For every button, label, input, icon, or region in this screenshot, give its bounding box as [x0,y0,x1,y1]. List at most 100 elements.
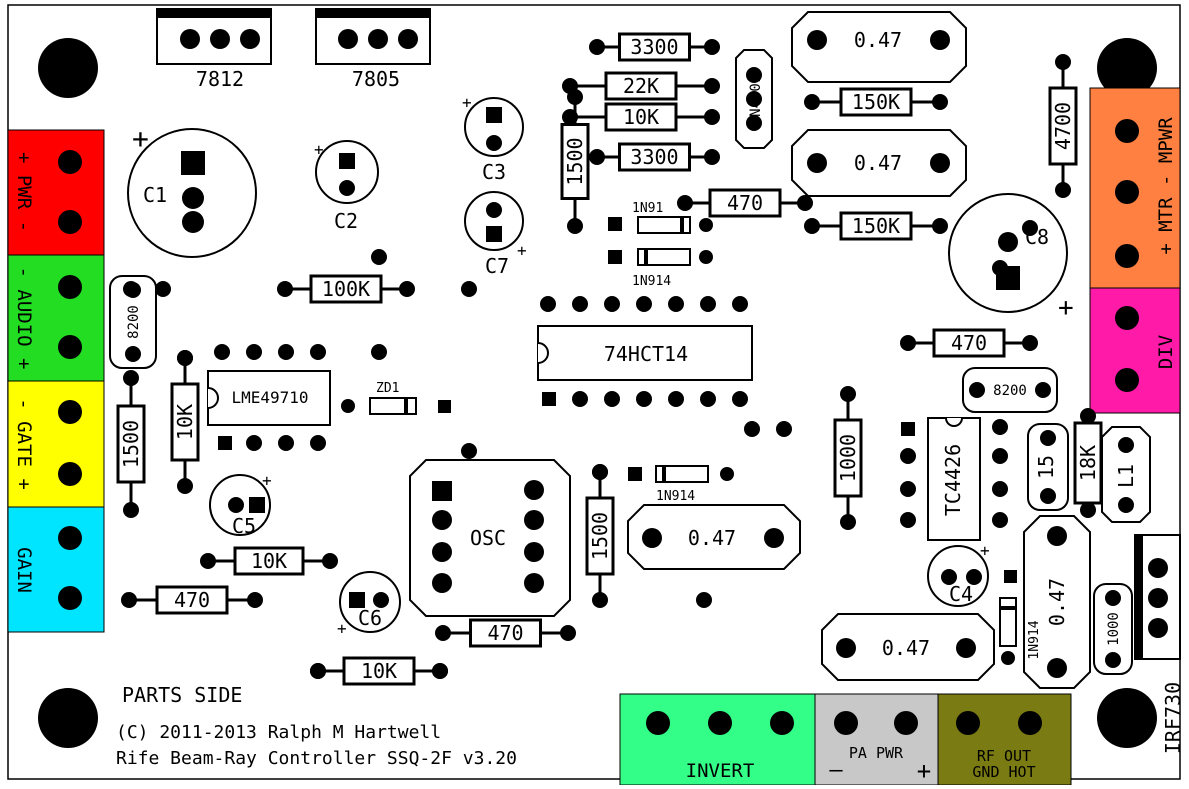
parts-side-label: PARTS SIDE [122,683,242,707]
pad [246,344,262,360]
resistor-value: 1500 [563,137,587,185]
svg-text:+: + [337,619,347,638]
mtr-label: + MTR - MPWR [1155,117,1177,255]
capacitor-c6: + C6 [337,571,401,638]
pad-square [218,436,232,450]
mosfet-irf730: IRF730 [1134,534,1185,754]
pad [461,281,477,297]
pad [572,391,588,407]
svg-text:2N4401: 2N4401 [748,75,764,126]
resistor-r1500-top: 1500 [560,89,590,234]
pa-pwr-label: PA PWR [849,744,904,762]
resistor-value: 1500 [588,512,612,560]
capacitor-c2: + C2 [314,140,379,233]
resistor-value: 4700 [1051,102,1075,150]
capacitor-c4: + C4 [927,541,1017,607]
svg-text:1N91: 1N91 [632,201,663,216]
pwr-label: + PWR - [13,152,35,232]
pad [1022,220,1038,236]
resistor-r470-right: 470 [900,328,1038,358]
resistor-value: 3300 [630,35,678,59]
connector-invert: INVERT [619,693,816,786]
svg-text:C5: C5 [232,514,256,538]
pad [310,344,326,360]
svg-text:+: + [132,122,149,155]
regulator-7812: 7812 [156,8,272,91]
mounting-hole-tl [38,38,98,98]
svg-text:C4: C4 [949,582,973,606]
pad [992,481,1008,497]
resistor-r3300b: 3300 [589,142,720,172]
diode-1n91: 1N91 [608,201,713,234]
svg-text:IRF730: IRF730 [1161,682,1185,754]
resistor-r3300a: 3300 [589,32,720,62]
resistor-value: 150K [852,214,900,238]
resistor-r150k-b: 150K [804,211,948,241]
mounting-hole-br [1097,688,1157,748]
connector-pa-pwr: PA PWR – + [814,693,939,786]
pad [604,296,620,312]
mounting-hole-tr [1097,38,1157,98]
svg-text:0.47: 0.47 [854,28,902,52]
resistor-value: 470 [951,331,987,355]
gate-label: - GATE + [13,398,35,490]
transistor-2n4401: 2N4401 [735,49,773,149]
svg-text:C1: C1 [143,183,167,207]
svg-text:0.47: 0.47 [882,636,930,660]
svg-text:0.47: 0.47 [854,151,902,175]
capacitor-c8: C8 + [948,193,1074,323]
pad [636,296,652,312]
svg-text:LME49710: LME49710 [231,388,308,407]
svg-text:0.47: 0.47 [688,526,736,550]
connector-gate: - GATE + [7,380,105,508]
svg-text:+: + [1058,293,1074,323]
capacitor-c5: + C5 [209,471,272,538]
mounting-hole-bl [38,688,98,748]
resistor-value: 3300 [630,145,678,169]
pad [668,391,684,407]
resistors-group: 330022K10K33001500470150K150K4700100K150… [109,32,1133,686]
ic-tc4426: TC4426 [901,417,981,541]
resistor-value: 8200 [993,383,1027,399]
connector-gain: GAIN [7,506,105,633]
svg-text:+: + [462,93,472,112]
ic-lme49710: LME49710 [207,370,331,426]
pad [992,260,1008,276]
resistor-r100k: 100K [277,274,415,304]
resistor-r150k-a: 150K [804,87,948,117]
pad [572,296,588,312]
pad [155,281,171,297]
svg-text:1N914: 1N914 [656,489,695,504]
film-cap-vertical: 0.47 [1023,515,1091,689]
diode-1n914-top: 1N914 [608,248,713,289]
pad [732,296,748,312]
resistor-r1000: 1000 [833,386,863,530]
resistor-value: 100K [322,277,370,301]
pad [246,435,262,451]
pad [668,296,684,312]
resistor-value: 15 [1034,455,1058,479]
pad [310,663,326,679]
svg-text:+: + [517,241,527,260]
svg-text:C3: C3 [482,160,506,184]
copyright-label: (C) 2011-2013 Ralph M Hartwell [116,722,441,743]
resistor-value: 10K [173,404,197,440]
pad [732,391,748,407]
pad [700,391,716,407]
zener-zd1: ZD1 [341,381,451,415]
invert-label: INVERT [686,760,755,782]
svg-text:+: + [262,471,272,490]
diode-1n914-vertical: 1N914 [999,597,1042,665]
resistor-r470-left: 470 [121,585,263,615]
resistor-r10k-mid: 10K [200,546,338,576]
resistor-value: 8200 [126,305,142,339]
product-label: Rife Beam-Ray Controller SSQ-2F v3.20 [116,748,517,769]
pad [540,296,556,312]
svg-text:TC4426: TC4426 [941,444,965,516]
pad [992,419,1008,435]
connector-div: DIV [1089,287,1181,414]
pa-plus-label: + [917,757,931,785]
resistor-r8200-right: 8200 [962,367,1058,413]
capacitor-c1: + C1 [127,122,257,258]
